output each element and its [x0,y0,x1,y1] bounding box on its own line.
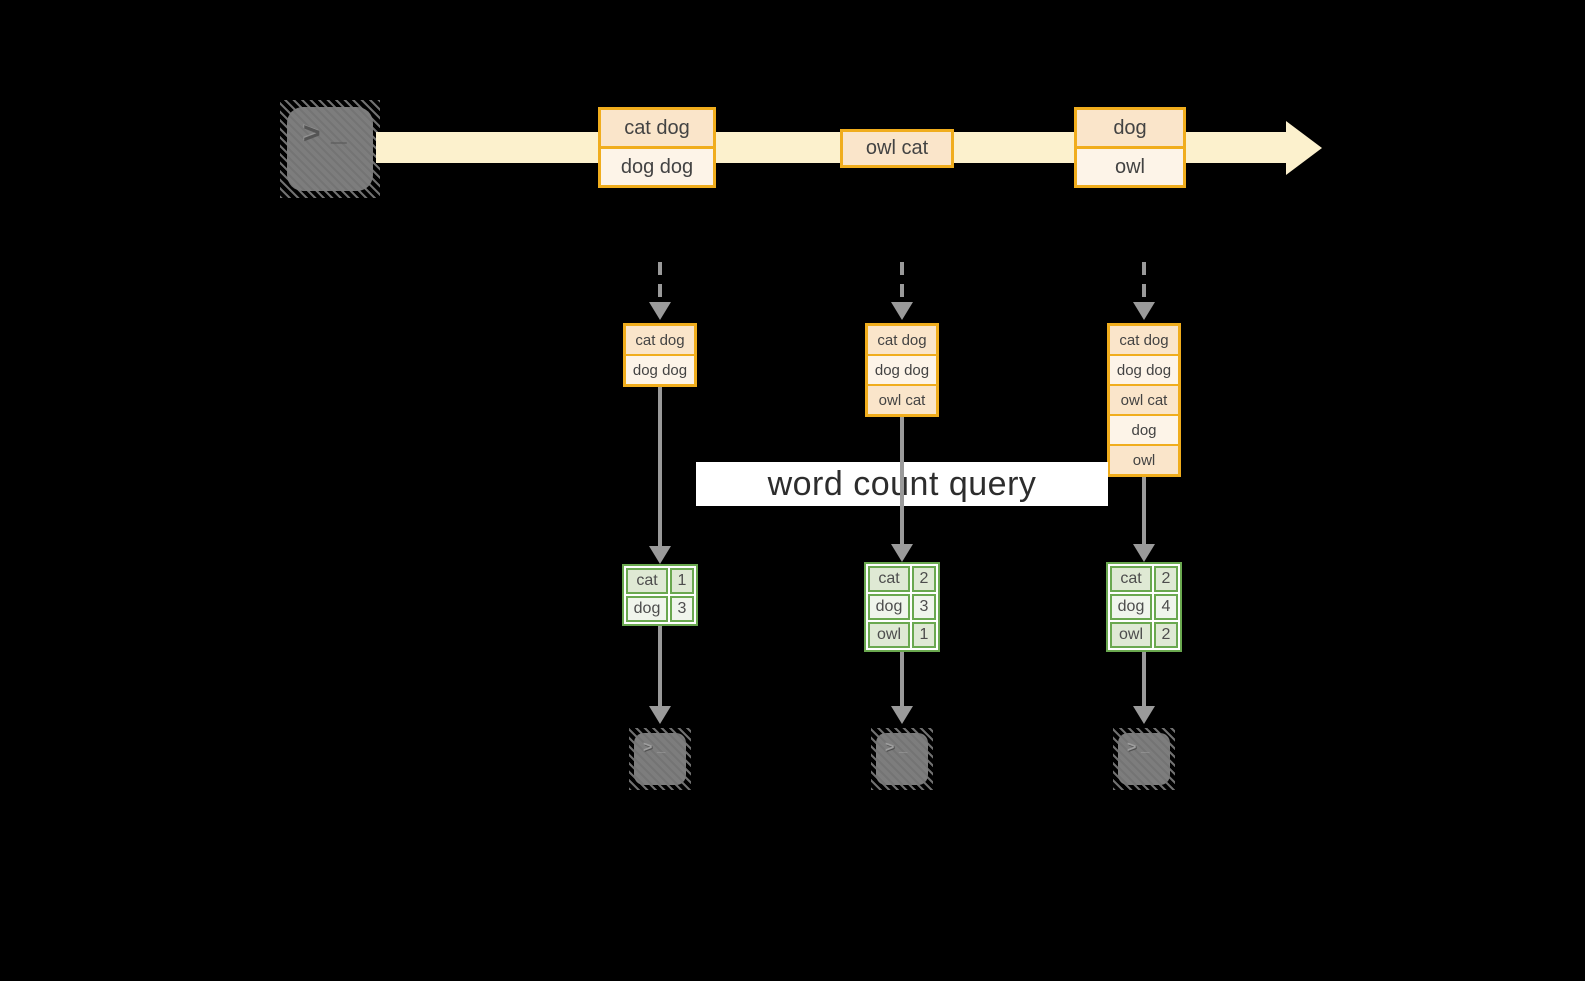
terminal-screen: > _ [634,733,686,785]
dashed-down-arrow-2 [891,262,913,320]
output-arrow-2 [891,652,913,724]
query-arrow-2 [891,417,913,562]
buffer-stack-1: cat dog dog dog [623,323,697,387]
count-value-cell: 2 [912,566,936,592]
count-word-cell: cat [1110,566,1152,592]
count-word-cell: owl [868,622,910,648]
stream-event-box-2: owl cat [840,129,954,168]
count-value-cell: 2 [1154,622,1178,648]
count-value-cell: 1 [912,622,936,648]
count-value-cell: 3 [670,596,694,622]
count-table-2: cat 2 dog 3 owl 1 [864,562,940,652]
arrow-head-icon [891,544,913,562]
event-line: dog [1077,110,1183,146]
prompt-chevron-icon: > [1127,739,1137,756]
buffer-row: cat dog [1110,326,1178,354]
count-word-cell: dog [868,594,910,620]
count-word-cell: cat [626,568,668,594]
dashed-down-arrow-3 [1133,262,1155,320]
output-terminal-icon-3: > _ [1113,728,1175,790]
cursor-underscore-icon: _ [331,115,347,146]
event-line: owl cat [843,132,951,165]
count-value-cell: 3 [912,594,936,620]
arrow-head-icon [1133,544,1155,562]
output-terminal-icon-1: > _ [629,728,691,790]
prompt-chevron-icon: > [303,117,321,150]
terminal-screen: > _ [876,733,928,785]
buffer-row: cat dog [626,326,694,354]
count-table-3: cat 2 dog 4 owl 2 [1106,562,1182,652]
buffer-row: cat dog [868,326,936,354]
arrow-head-icon [1133,302,1155,320]
count-word-cell: dog [1110,594,1152,620]
buffer-row: dog [1110,416,1178,444]
query-arrow-1 [649,387,671,564]
buffer-row: owl cat [868,386,936,414]
count-word-cell: dog [626,596,668,622]
arrow-head-icon [891,302,913,320]
arrow-head-icon [649,706,671,724]
arrow-head-icon [649,546,671,564]
cursor-underscore-icon: _ [1141,738,1150,755]
event-line: cat dog [601,110,713,146]
buffer-row: dog dog [868,356,936,384]
stream-event-box-3: dog owl [1074,107,1186,188]
output-arrow-3 [1133,652,1155,724]
buffer-row: dog dog [1110,356,1178,384]
count-value-cell: 2 [1154,566,1178,592]
count-word-cell: owl [1110,622,1152,648]
buffer-stack-2: cat dog dog dog owl cat [865,323,939,417]
stream-event-box-1: cat dog dog dog [598,107,716,188]
count-table-1: cat 1 dog 3 [622,564,698,626]
buffer-row: owl cat [1110,386,1178,414]
buffer-stack-3: cat dog dog dog owl cat dog owl [1107,323,1181,477]
cursor-underscore-icon: _ [899,738,908,755]
cursor-underscore-icon: _ [657,738,666,755]
count-value-cell: 4 [1154,594,1178,620]
terminal-screen: > _ [1118,733,1170,785]
output-arrow-1 [649,626,671,724]
count-word-cell: cat [868,566,910,592]
terminal-screen: > _ [287,107,373,191]
source-terminal-icon: > _ [280,100,380,198]
prompt-chevron-icon: > [643,739,653,756]
arrow-head-icon [891,706,913,724]
buffer-row: dog dog [626,356,694,384]
query-arrow-3 [1133,477,1155,562]
dashed-down-arrow-1 [649,262,671,320]
event-line: owl [1077,149,1183,185]
output-terminal-icon-2: > _ [871,728,933,790]
buffer-row: owl [1110,446,1178,474]
prompt-chevron-icon: > [885,739,895,756]
event-line: dog dog [601,149,713,185]
stream-arrow-head-icon [1286,121,1322,175]
arrow-head-icon [649,302,671,320]
arrow-head-icon [1133,706,1155,724]
count-value-cell: 1 [670,568,694,594]
